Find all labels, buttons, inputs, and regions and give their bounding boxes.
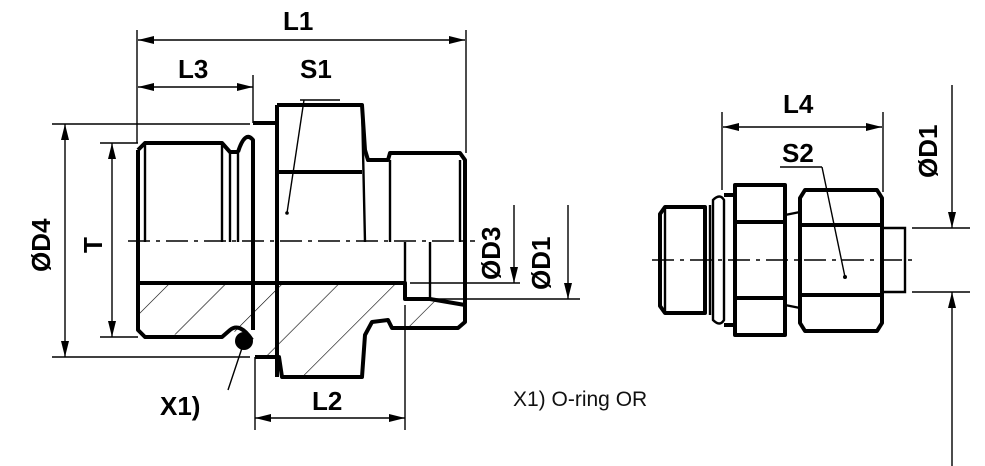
- exterior-view: [652, 183, 912, 337]
- label-L1: L1: [283, 6, 313, 36]
- label-D1-section: ØD1: [526, 237, 556, 290]
- dimensions-right: [721, 85, 970, 466]
- caption-o-ring: X1) O-ring OR: [513, 388, 647, 411]
- label-L4: L4: [783, 89, 814, 119]
- o-ring: [235, 332, 253, 350]
- label-D4: ØD4: [26, 218, 56, 272]
- section-view: [128, 103, 475, 379]
- dimensions-left: [52, 30, 580, 430]
- label-S1: S1: [300, 54, 332, 84]
- label-D3: ØD3: [476, 227, 506, 280]
- label-L3: L3: [178, 54, 208, 84]
- label-L2: L2: [312, 386, 342, 416]
- label-X1: X1): [160, 391, 200, 421]
- label-T: T: [78, 237, 108, 253]
- section-hatch: [138, 283, 465, 377]
- label-D1-exterior: ØD1: [913, 125, 943, 178]
- label-S2: S2: [782, 138, 814, 168]
